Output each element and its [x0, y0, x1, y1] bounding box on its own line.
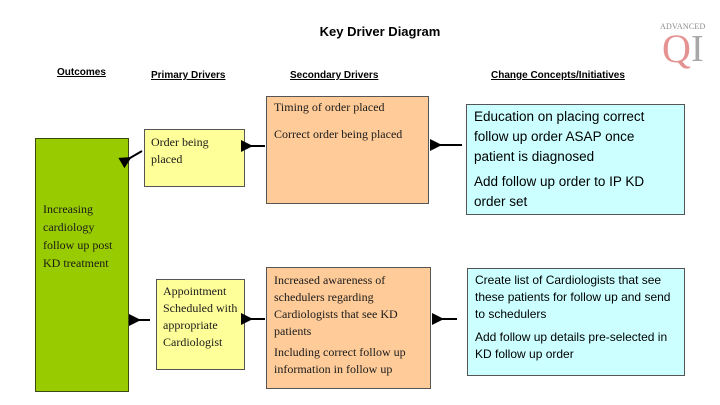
- header-secondary-drivers: Secondary Drivers: [290, 70, 379, 81]
- primary-driver-box: Appointment Scheduled with appropriate C…: [156, 279, 245, 370]
- outcome-box: Increasing cardiology follow up post KD …: [35, 138, 129, 392]
- change-concept-item: Education on placing correct follow up o…: [474, 109, 645, 164]
- change-concept-item: Create list of Cardiologists that see th…: [475, 273, 671, 321]
- header-primary-drivers: Primary Drivers: [151, 70, 226, 81]
- header-change-concepts: Change Concepts/Initiatives: [491, 70, 625, 81]
- secondary-driver-box: Timing of order placed Correct order bei…: [266, 96, 429, 204]
- logo-q-letter: Q: [662, 26, 691, 71]
- arrow-icon: [118, 150, 143, 169]
- primary-driver-box: Order being placed: [144, 129, 245, 187]
- change-concept-item: Add follow up order to IP KD order set: [474, 174, 645, 209]
- logo-i-letter: I: [691, 28, 704, 70]
- page-title: Key Driver Diagram: [0, 24, 720, 39]
- change-concept-box: Create list of Cardiologists that see th…: [467, 268, 685, 376]
- header-outcomes: Outcomes: [57, 67, 106, 78]
- secondary-driver-item: Correct order being placed: [274, 127, 403, 141]
- secondary-driver-item: Timing of order placed: [274, 100, 385, 114]
- advanced-qi-logo: ADVANCED Q I: [656, 19, 718, 75]
- logo-advanced-text: ADVANCED: [660, 22, 706, 31]
- secondary-driver-item: Increased awareness of schedulers regard…: [274, 273, 398, 338]
- secondary-driver-box: Increased awareness of schedulers regard…: [266, 267, 431, 389]
- outcome-text: Increasing cardiology follow up post KD …: [43, 202, 113, 270]
- primary-driver-text: Order being placed: [151, 135, 209, 166]
- title-text: Key Driver Diagram: [319, 24, 441, 39]
- change-concept-box: Education on placing correct follow up o…: [466, 104, 685, 215]
- secondary-driver-item: Including correct follow up information …: [274, 345, 406, 376]
- primary-driver-text: Appointment Scheduled with appropriate C…: [163, 284, 238, 349]
- change-concept-item: Add follow up details pre-selected in KD…: [475, 330, 668, 361]
